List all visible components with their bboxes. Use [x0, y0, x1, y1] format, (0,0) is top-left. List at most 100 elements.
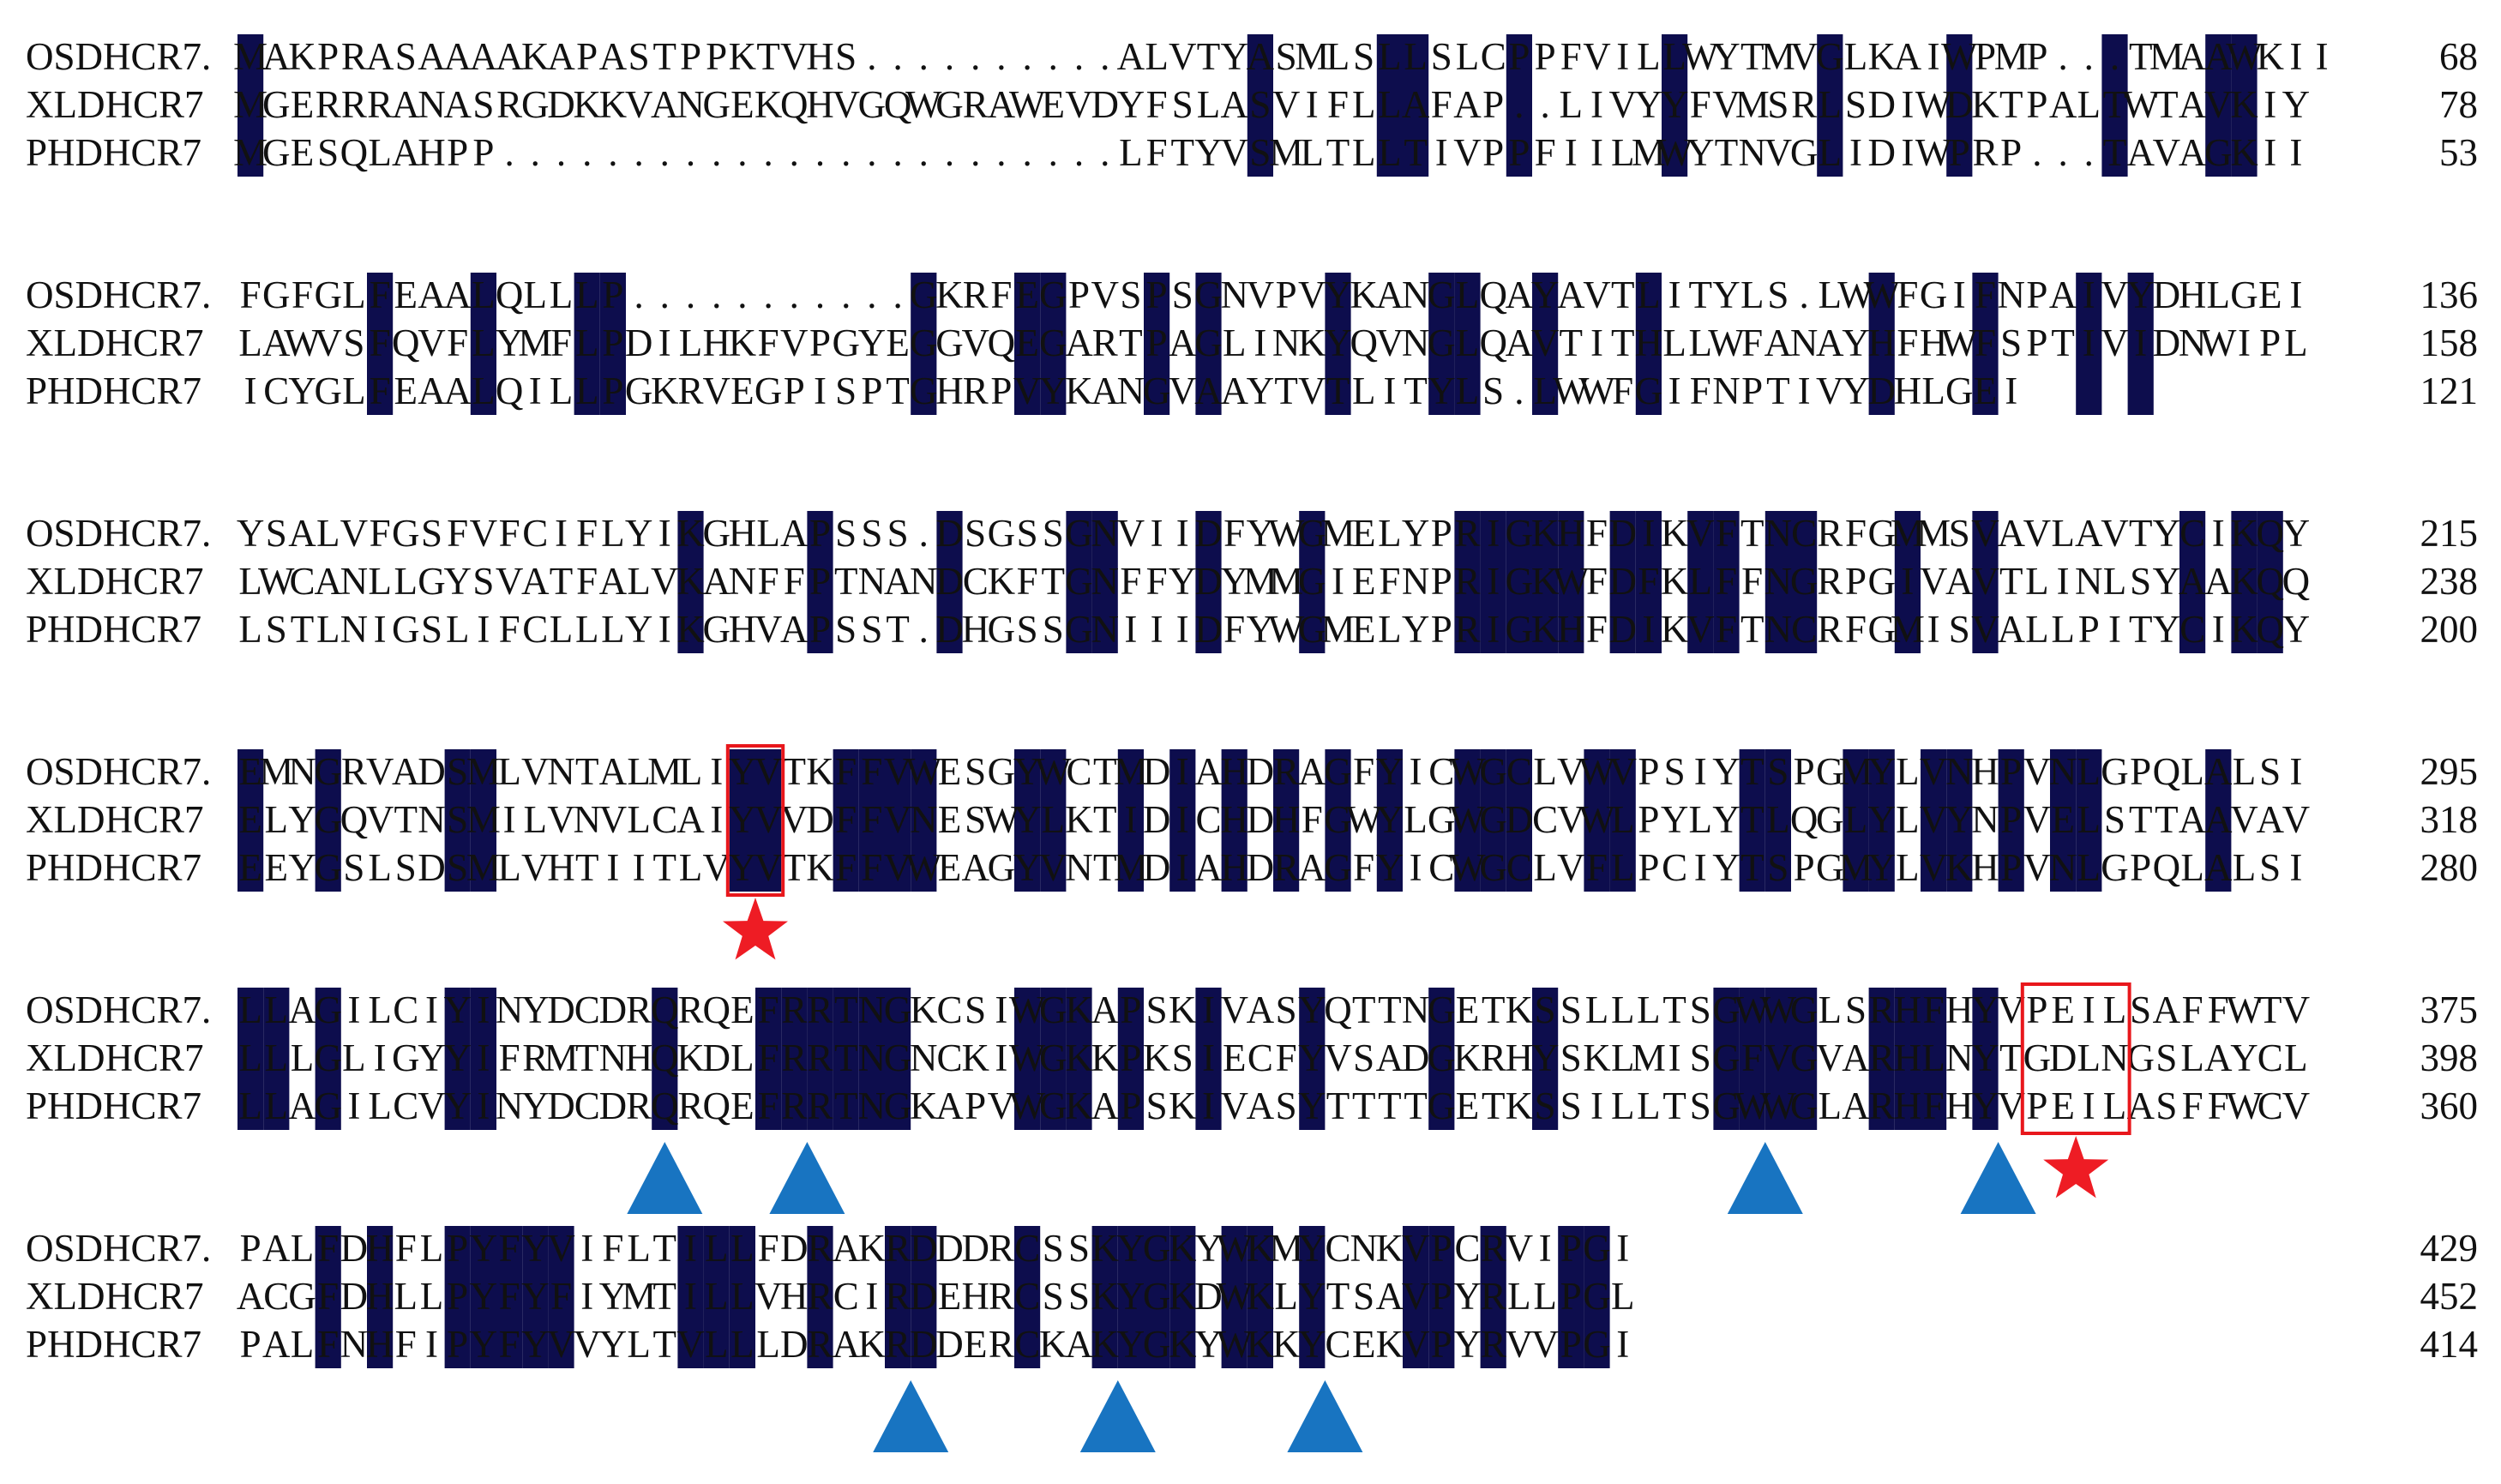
conserved-column [885, 749, 911, 892]
sequence-label: XLDHCR7 [26, 798, 204, 841]
conserved-column [755, 988, 782, 1130]
conserved-column [1117, 1226, 1144, 1368]
alignment-block: OSDHCR7.FGFGLFEAALQLLLP...........GKRFEG… [26, 273, 2478, 415]
conserved-column [1299, 988, 1326, 1130]
conserved-column [522, 1226, 549, 1368]
conserved-column [1946, 34, 1973, 177]
conserved-column [677, 511, 704, 653]
conserved-column [2050, 749, 2077, 892]
conserved-column [548, 1226, 574, 1368]
conserved-column [807, 1226, 833, 1368]
conserved-column [755, 749, 782, 892]
conserved-column [1299, 511, 1326, 653]
position-number: 215 [2420, 512, 2479, 555]
conserved-column [1532, 988, 1559, 1130]
conserved-column [367, 1226, 394, 1368]
conserved-column [2076, 273, 2102, 415]
conserved-column [470, 273, 496, 415]
conserved-column [911, 1226, 937, 1368]
position-number: 238 [2420, 560, 2479, 603]
triangle-marker-icon [1960, 1142, 2036, 1214]
conserved-column [1635, 273, 1662, 415]
position-number: 318 [2420, 798, 2479, 841]
sequence-label: XLDHCR7 [26, 1275, 204, 1318]
conserved-column [1040, 988, 1067, 1130]
position-number: 136 [2420, 273, 2479, 316]
conserved-column [729, 1226, 755, 1368]
conserved-column [885, 988, 911, 1130]
conserved-column [1091, 1226, 1118, 1368]
conserved-column [1040, 273, 1067, 415]
conserved-column [936, 511, 963, 653]
conserved-column [1894, 988, 1921, 1130]
position-number: 360 [2420, 1084, 2479, 1127]
conserved-column [470, 1226, 496, 1368]
conserved-column [807, 511, 833, 653]
triangle-marker-icon [627, 1142, 703, 1214]
motif-box [2020, 982, 2131, 1135]
sequence-label: OSDHCR7. [26, 988, 211, 1031]
triangle-marker-icon [1079, 1380, 1156, 1452]
conserved-column [1765, 511, 1791, 653]
sequence-label: OSDHCR7. [26, 750, 211, 793]
sequence-label: XLDHCR7 [26, 560, 204, 603]
conserved-column [1506, 34, 1532, 177]
position-number: 280 [2420, 846, 2479, 889]
star-marker-icon [2043, 1136, 2109, 1199]
conserved-column [1325, 749, 1351, 892]
conserved-column [1998, 749, 2024, 892]
position-number: 295 [2420, 750, 2479, 793]
conserved-column [1791, 988, 1818, 1130]
conserved-column [1195, 273, 1222, 415]
conserved-column [1532, 511, 1559, 653]
conserved-column [1713, 511, 1740, 653]
conserved-column [1066, 511, 1092, 653]
conserved-column [1014, 1226, 1041, 1368]
conserved-column [833, 749, 859, 892]
conserved-column [652, 988, 678, 1130]
conserved-column [2231, 511, 2258, 653]
conserved-column [2101, 34, 2128, 177]
sequence-label: PHDHCR7 [26, 369, 201, 412]
conserved-column [1299, 1226, 1326, 1368]
conserved-column [1972, 988, 1999, 1130]
position-number: 121 [2420, 369, 2479, 412]
conserved-column [1014, 988, 1041, 1130]
conserved-column [1506, 749, 1532, 892]
conserved-column [263, 988, 290, 1130]
conserved-column [470, 749, 496, 892]
sequence-label: PHDHCR7 [26, 1084, 201, 1127]
conserved-column [1765, 988, 1791, 1130]
conserved-column [315, 1226, 341, 1368]
conserved-column [885, 1226, 911, 1368]
position-number: 452 [2420, 1275, 2479, 1318]
conserved-column [1584, 1226, 1610, 1368]
conserved-column [1040, 749, 1067, 892]
conserved-column [1817, 34, 1843, 177]
conserved-column [1428, 988, 1455, 1130]
conserved-column [1609, 511, 1636, 653]
sequence-label: PHDHCR7 [26, 846, 201, 889]
triangle-marker-icon [1727, 1142, 1803, 1214]
motif-box [725, 744, 785, 897]
conserved-column [1662, 34, 1688, 177]
conserved-column [1480, 1226, 1506, 1368]
conserved-column [1376, 34, 1403, 177]
conserved-column [1609, 749, 1636, 892]
triangle-marker-icon [873, 1380, 949, 1452]
position-number: 78 [2439, 83, 2478, 126]
position-number: 68 [2439, 35, 2478, 78]
